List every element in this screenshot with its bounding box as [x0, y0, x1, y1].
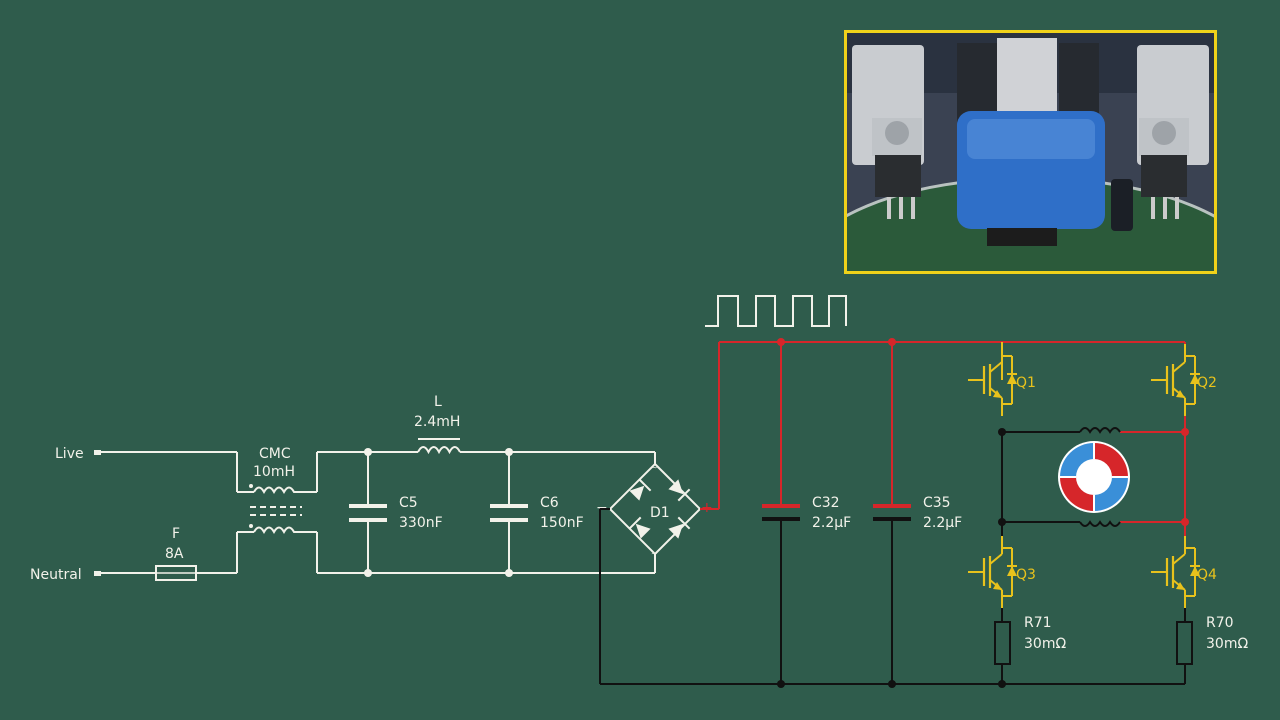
- fuse-value: 8A: [165, 546, 184, 562]
- c6-value: 150nF: [540, 515, 584, 531]
- inductor-symbol: [417, 438, 461, 455]
- junction-dots-input: [364, 448, 513, 577]
- r70-ref: R70: [1206, 615, 1234, 631]
- c35-ref: C35: [923, 495, 951, 511]
- q1-label: Q1: [1016, 375, 1036, 391]
- bridge-ref: D1: [650, 505, 670, 521]
- bridge-rectifier-d1: D1 − + ~ ~: [596, 452, 713, 573]
- capacitor-c35: C35 2.2µF: [873, 495, 962, 531]
- r71-value: 30mΩ: [1024, 636, 1066, 652]
- r71-ref: R71: [1024, 615, 1052, 631]
- bridge-ac-mark-top: ~: [651, 463, 658, 472]
- terminal-neutral-label: Neutral: [30, 567, 82, 583]
- fuse-symbol: F 8A: [155, 526, 197, 581]
- capacitor-c5: C5 330nF: [349, 495, 443, 531]
- c6-ref: C6: [540, 495, 559, 511]
- transistor-q3: Q3: [966, 534, 1036, 610]
- resistor-r70: R70 30mΩ: [1176, 608, 1248, 665]
- resistor-r71: R71 30mΩ: [994, 608, 1066, 665]
- pcb-photo: [844, 30, 1217, 274]
- capacitor-c6: C6 150nF: [490, 495, 584, 531]
- induction-coil-icon: [1058, 427, 1130, 527]
- terminal-neutral: Neutral: [30, 567, 101, 583]
- c32-value: 2.2µF: [812, 515, 851, 531]
- transistor-q4: Q4: [1149, 534, 1217, 610]
- c32-ref: C32: [812, 495, 840, 511]
- transistor-q2: Q2: [1149, 342, 1217, 418]
- dc-bus: [700, 341, 1186, 540]
- pcb-photo-illustration: [847, 33, 1214, 271]
- fuse-ref: F: [172, 526, 180, 542]
- inductor-ref: L: [434, 394, 442, 410]
- bridge-ac-mark-bottom: ~: [651, 549, 658, 558]
- common-mode-choke: [249, 484, 302, 535]
- q3-label: Q3: [1016, 567, 1036, 583]
- cmc-ref: CMC: [259, 446, 291, 462]
- transistor-q1: Q1: [966, 342, 1036, 418]
- terminal-live: Live: [55, 446, 101, 462]
- q2-label: Q2: [1197, 375, 1217, 391]
- c5-value: 330nF: [399, 515, 443, 531]
- junction-dots-bus: [777, 338, 1189, 688]
- q4-label: Q4: [1197, 567, 1217, 583]
- terminal-live-label: Live: [55, 446, 84, 462]
- c35-value: 2.2µF: [923, 515, 962, 531]
- inductor-value: 2.4mH: [414, 414, 460, 430]
- c5-ref: C5: [399, 495, 418, 511]
- capacitor-c32: C32 2.2µF: [762, 495, 851, 531]
- r70-value: 30mΩ: [1206, 636, 1248, 652]
- gate-drive-waveform: [705, 295, 847, 327]
- cmc-value: 10mH: [253, 464, 295, 480]
